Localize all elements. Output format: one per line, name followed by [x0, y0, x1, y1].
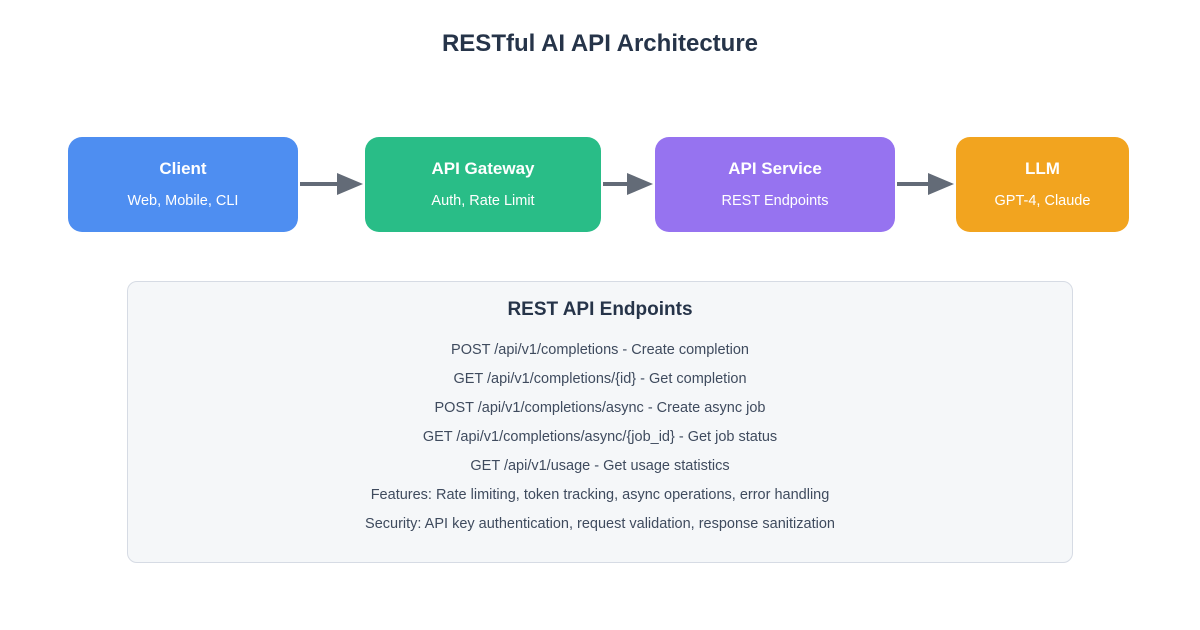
endpoint-line: GET /api/v1/completions/{id} - Get compl…: [453, 371, 747, 387]
arrow-head-icon: [627, 173, 653, 195]
node-api-gateway-sublabel: Auth, Rate Limit: [431, 193, 535, 209]
arrow-line: [300, 182, 337, 186]
node-llm-sublabel: GPT-4, Claude: [994, 193, 1091, 209]
arrow-head-icon: [928, 173, 954, 195]
endpoint-line: Security: API key authentication, reques…: [365, 516, 835, 532]
endpoint-line: POST /api/v1/completions/async - Create …: [434, 400, 766, 416]
node-client-label: Client: [159, 159, 207, 178]
node-llm: LLM GPT-4, Claude: [956, 137, 1129, 232]
endpoint-line: Features: Rate limiting, token tracking,…: [370, 487, 830, 503]
node-client-sublabel: Web, Mobile, CLI: [127, 193, 239, 209]
node-api-gateway-label: API Gateway: [431, 159, 535, 178]
arrow-service-to-llm: [897, 173, 954, 195]
endpoint-line: POST /api/v1/completions - Create comple…: [451, 342, 749, 358]
arrow-line: [897, 182, 928, 186]
node-api-service-sublabel: REST Endpoints: [721, 193, 829, 209]
arrow-line: [603, 182, 627, 186]
node-api-service-label: API Service: [728, 159, 822, 178]
endpoint-lines: POST /api/v1/completions - Create comple…: [128, 336, 1072, 539]
endpoint-line: GET /api/v1/completions/async/{job_id} -…: [422, 429, 778, 445]
endpoints-panel-title: REST API Endpoints: [507, 299, 693, 320]
node-client: Client Web, Mobile, CLI: [68, 137, 298, 232]
endpoint-line: GET /api/v1/usage - Get usage statistics: [470, 458, 730, 474]
arrow-head-icon: [337, 173, 363, 195]
arrow-client-to-gateway: [300, 173, 363, 195]
arrow-gateway-to-service: [603, 173, 653, 195]
node-api-gateway: API Gateway Auth, Rate Limit: [365, 137, 601, 232]
node-llm-label: LLM: [1025, 159, 1060, 178]
node-api-service: API Service REST Endpoints: [655, 137, 895, 232]
endpoints-panel: REST API Endpoints POST /api/v1/completi…: [127, 281, 1073, 563]
diagram-title: RESTful AI API Architecture: [441, 30, 759, 57]
